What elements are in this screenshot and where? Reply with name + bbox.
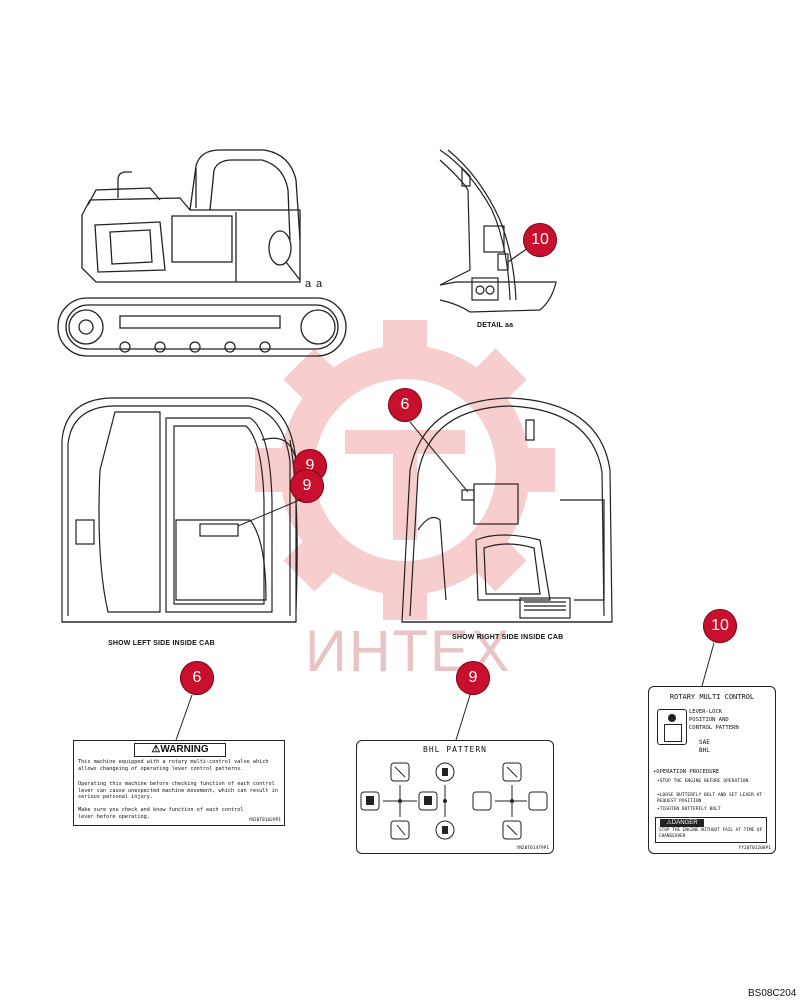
callout-10-detail: 10: [523, 223, 557, 257]
bhl-code: YN20T01479P1: [516, 846, 549, 851]
decal-9-bhl-pattern: BHL PATTERN YN20T01479P1: [356, 740, 554, 854]
rmc-code: YY20T01208P1: [738, 846, 771, 851]
rmc-step3: •TIGHTEN BUTTERFLY BOLT: [657, 807, 721, 812]
warning-para1: This machine equipped with a rotary mult…: [78, 759, 269, 772]
decal-10-rotary-multi-control: ROTARY MULTI CONTROL LEVER-LOCK POSITION…: [648, 686, 776, 854]
warning-para2: Operating this machine before checking f…: [78, 781, 278, 800]
detail-aa-caption: DETAIL aa: [477, 322, 514, 329]
danger-triangle-icon: ⚠: [666, 820, 672, 826]
rmc-lever-icon: [657, 709, 687, 745]
callout-9-front: 9: [290, 469, 324, 503]
warning-para3: Make sure you check and know function of…: [78, 807, 244, 820]
rmc-step1: •STOP THE ENGINE BEFORE OPERATION: [657, 779, 749, 784]
callout-9-decal: 9: [456, 661, 490, 695]
rmc-line1: LEVER-LOCK: [689, 709, 723, 715]
warning-code: YN20T01029P1: [248, 818, 281, 823]
cab-left-caption: SHOW LEFT SIDE INSIDE CAB: [108, 640, 215, 647]
rmc-danger-box: ⚠DANGER STOP THE ENGINE WITHOUT FAIL AT …: [655, 817, 767, 843]
callout-6-cab: 6: [388, 388, 422, 422]
callout-6-decal: 6: [180, 661, 214, 695]
rmc-danger-header: ⚠DANGER: [660, 819, 704, 827]
bhl-header: BHL PATTERN: [423, 745, 487, 754]
drawing-code: BS08C204: [748, 988, 797, 999]
rmc-header: ROTARY MULTI CONTROL: [669, 693, 755, 701]
rmc-step2: •LOOSE BUTTERFLY BOLT AND SET LEVER AT R…: [657, 793, 763, 804]
callout-10-decal: 10: [703, 609, 737, 643]
detail-label-a1: a: [305, 278, 312, 290]
rmc-bhl: BHL: [699, 747, 710, 754]
rmc-danger-text: STOP THE ENGINE WITHOUT FAIL AT TIME OF …: [659, 828, 763, 839]
rmc-op-title: •OPERATION PROCEDURE: [653, 769, 720, 775]
warning-header: ⚠WARNING: [134, 743, 226, 757]
detail-label-a2: a: [316, 278, 323, 290]
rmc-line3: CONTROL PATTERN: [689, 725, 739, 731]
rmc-sae: SAE: [699, 739, 710, 746]
bhl-pattern-icons: [360, 762, 548, 840]
warning-triangle-icon: ⚠: [151, 744, 161, 755]
cab-right-caption: SHOW RIGHT SIDE INSIDE CAB: [452, 634, 564, 641]
decal-6-warning: ⚠WARNING This machine equipped with a ro…: [73, 740, 285, 826]
rmc-line2: POSITION AND: [689, 717, 729, 723]
